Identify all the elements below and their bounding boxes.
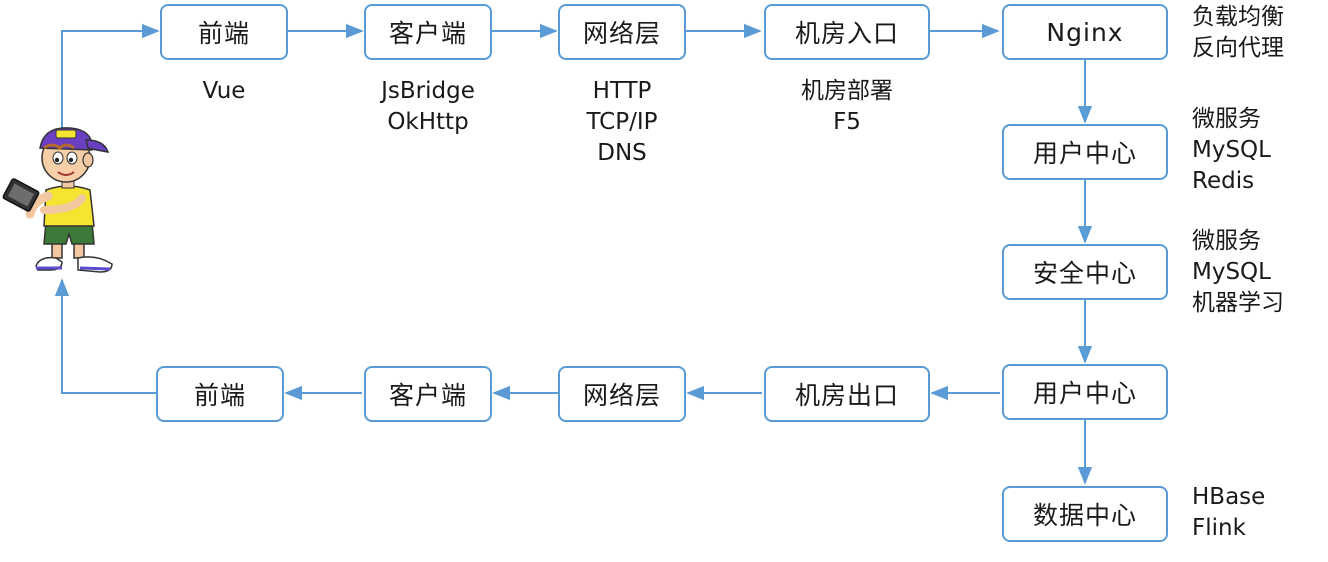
top-frontend-label: 前端 (197, 19, 250, 48)
security-center-label: 安全中心 (1032, 259, 1137, 288)
note-line: Vue (202, 78, 246, 104)
top-client-box: 客户端 (364, 4, 492, 60)
data-center-side-note: HBase Flink (1192, 482, 1265, 544)
arrow-frontend-to-person (54, 278, 156, 394)
dc-entry-box: 机房入口 (764, 4, 930, 60)
user-kid-illustration (2, 127, 113, 273)
nginx-box: Nginx (1002, 4, 1168, 60)
network-tech-note: HTTP TCP/IP DNS (552, 76, 692, 169)
datacenter-tech-note: 机房部署 F5 (767, 76, 927, 138)
note-line: OkHttp (387, 109, 469, 135)
nginx-side-note: 负载均衡 反向代理 (1192, 2, 1284, 64)
dc-entry-label: 机房入口 (794, 19, 899, 48)
note-line: MySQL (1192, 259, 1271, 285)
data-center-label: 数据中心 (1032, 501, 1137, 530)
top-network-label: 网络层 (582, 19, 661, 48)
note-line: HTTP (592, 78, 652, 104)
nginx-label: Nginx (1046, 17, 1124, 47)
bottom-client-box: 客户端 (364, 366, 492, 422)
note-line: 反向代理 (1192, 35, 1284, 61)
client-tech-note: JsBridge OkHttp (358, 76, 498, 138)
top-frontend-box: 前端 (160, 4, 288, 60)
frontend-tech-note: Vue (174, 76, 274, 107)
arrow-person-to-frontend (61, 23, 160, 132)
bottom-frontend-box: 前端 (156, 366, 284, 422)
note-line: TCP/IP (586, 109, 658, 135)
note-line: JsBridge (381, 78, 475, 104)
dc-exit-box: 机房出口 (764, 366, 930, 422)
bottom-network-label: 网络层 (582, 381, 661, 410)
security-center-box: 安全中心 (1002, 244, 1168, 300)
note-line: 微服务 (1192, 106, 1261, 132)
top-network-box: 网络层 (558, 4, 686, 60)
data-center-box: 数据中心 (1002, 486, 1168, 542)
note-line: 机器学习 (1192, 290, 1284, 316)
note-line: 微服务 (1192, 228, 1261, 254)
user-center-2-label: 用户中心 (1032, 379, 1137, 408)
user-center-side-note: 微服务 MySQL Redis (1192, 104, 1271, 197)
note-line: Flink (1192, 515, 1246, 541)
top-client-label: 客户端 (388, 19, 467, 48)
dc-exit-label: 机房出口 (794, 381, 899, 410)
user-center-label: 用户中心 (1032, 139, 1137, 168)
user-center-box: 用户中心 (1002, 124, 1168, 180)
security-center-side-note: 微服务 MySQL 机器学习 (1192, 226, 1284, 319)
note-line: 机房部署 (801, 78, 893, 104)
bottom-network-box: 网络层 (558, 366, 686, 422)
user-center-2-box: 用户中心 (1002, 364, 1168, 420)
bottom-client-label: 客户端 (388, 381, 467, 410)
bottom-frontend-label: 前端 (193, 381, 246, 410)
note-line: MySQL (1192, 137, 1271, 163)
note-line: HBase (1192, 484, 1266, 510)
note-line: DNS (597, 140, 647, 166)
note-line: F5 (833, 109, 861, 135)
note-line: 负载均衡 (1192, 4, 1284, 30)
note-line: Redis (1192, 168, 1255, 194)
